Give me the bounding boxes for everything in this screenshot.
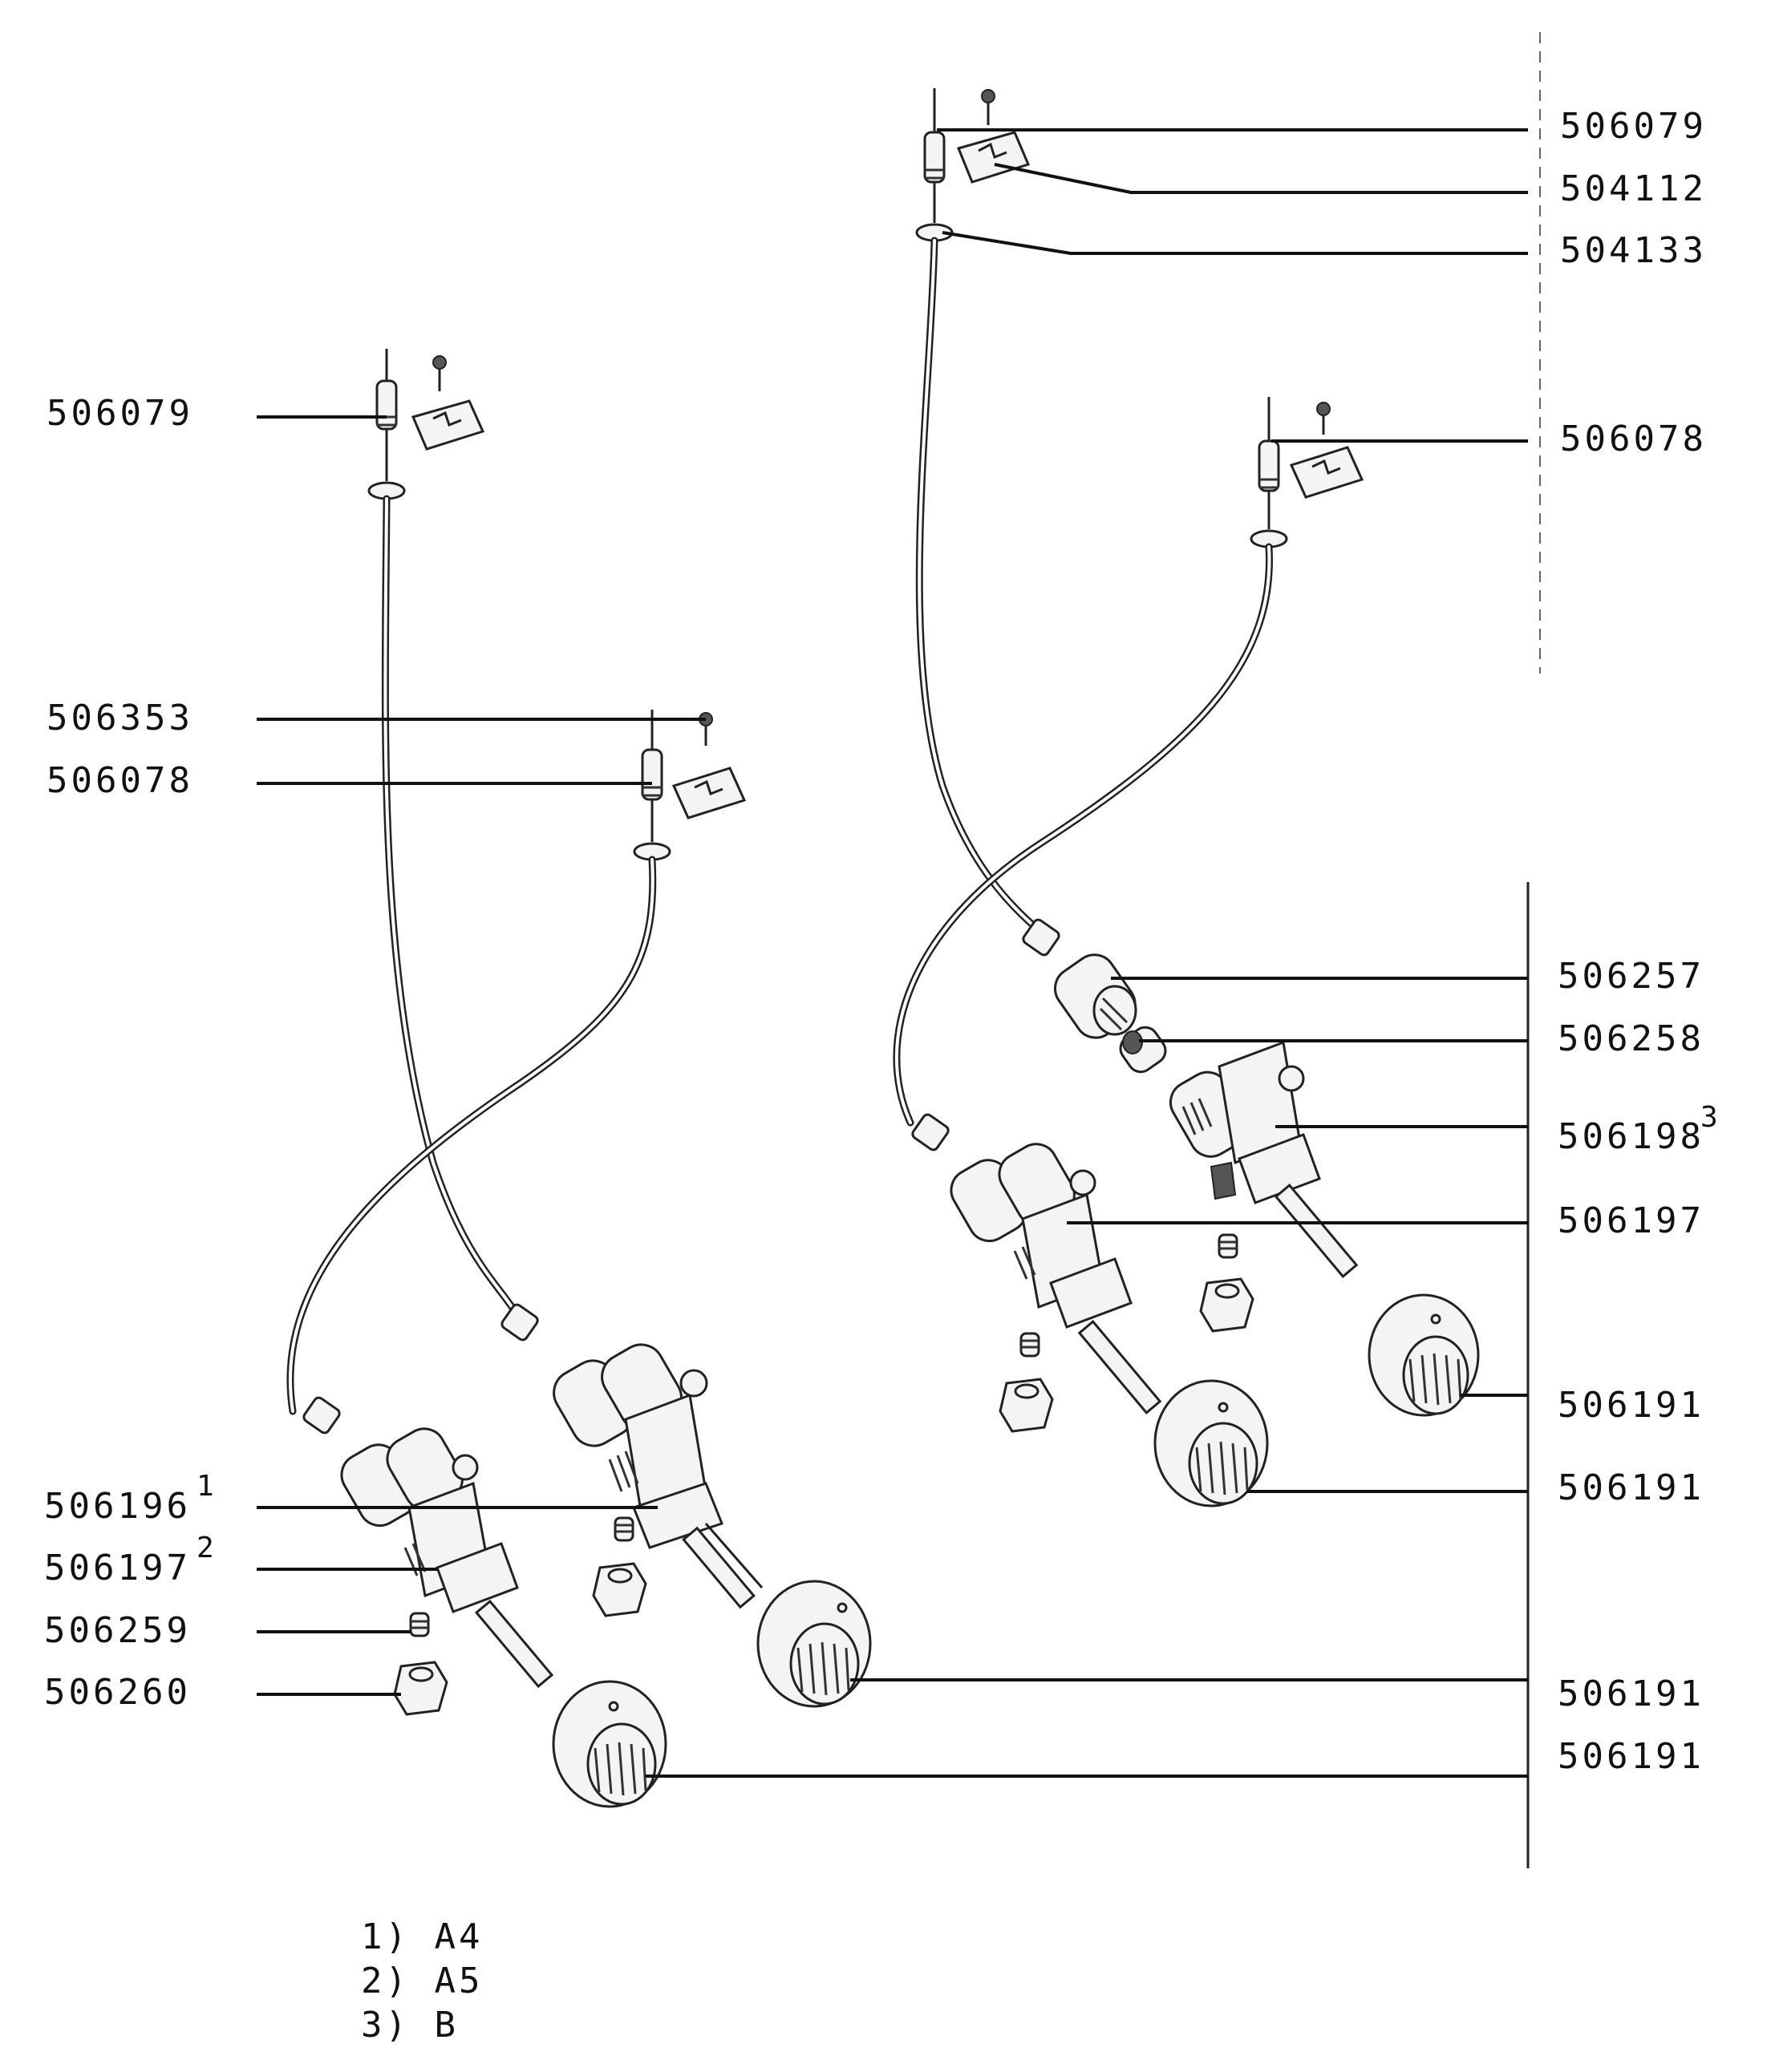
- leader-lines-right: [646, 128, 1528, 1778]
- label-506198: 506198: [1558, 1116, 1704, 1157]
- label-506191-d: 506191: [1558, 1736, 1704, 1777]
- label-506197-footnote-mark: 2: [197, 1532, 214, 1564]
- label-506191-b: 506191: [1558, 1467, 1704, 1508]
- label-504112: 504112: [1560, 168, 1707, 209]
- label-506196: 506196: [44, 1486, 191, 1527]
- label-506198-footnote-mark: 3: [1700, 1101, 1718, 1134]
- right-coupling-insert: [1119, 1026, 1167, 1074]
- right-nozzle-and-nut-upper: [1199, 1233, 1254, 1333]
- footnote-3: 3) B: [361, 2005, 459, 2046]
- label-506196-footnote-mark: 1: [197, 1470, 214, 1503]
- right-screw-and-clip-top: [956, 89, 1031, 184]
- right-knob-bezel-lower: [1153, 1379, 1269, 1507]
- leader-lines-left: [257, 415, 706, 1696]
- right-thermocouple-long: [915, 88, 1060, 957]
- left-nozzle-and-nut-lower: [393, 1612, 448, 1716]
- label-506079-left: 506079: [47, 393, 193, 434]
- label-506078-left: 506078: [47, 760, 193, 801]
- label-506079-right: 506079: [1560, 106, 1707, 147]
- label-506197-left: 506197: [44, 1548, 191, 1588]
- label-506260: 506260: [44, 1672, 191, 1713]
- right-screw-and-clip-mid: [1289, 402, 1364, 499]
- footnote-2: 2) A5: [361, 1961, 483, 2001]
- right-gas-valve-b: [1169, 1040, 1359, 1278]
- label-506259: 506259: [44, 1610, 191, 1651]
- left-screw-and-clip-top: [411, 355, 485, 451]
- left-knob-bezel-upper: [756, 1580, 872, 1708]
- footnote-1: 1) A4: [361, 1916, 483, 1957]
- right-gas-valve: [950, 1143, 1162, 1414]
- label-504133: 504133: [1560, 230, 1707, 271]
- left-gas-valve-upper: [553, 1343, 764, 1609]
- left-thermocouple-short: [286, 710, 671, 1435]
- right-knob-bezel-upper: [1368, 1293, 1480, 1417]
- left-thermocouple-long: [367, 349, 539, 1342]
- left-nozzle-and-nut-upper: [592, 1516, 647, 1617]
- right-nozzle-and-nut-lower: [999, 1332, 1054, 1433]
- label-506191-a: 506191: [1558, 1385, 1704, 1426]
- label-506257: 506257: [1558, 956, 1704, 997]
- left-gas-valve-lower: [340, 1427, 554, 1689]
- right-thermocouple-short: [893, 397, 1288, 1151]
- label-506258: 506258: [1558, 1018, 1704, 1059]
- label-506078-right: 506078: [1560, 419, 1707, 459]
- right-coupling-sleeve: [1053, 953, 1137, 1039]
- label-506191-c: 506191: [1558, 1673, 1704, 1714]
- label-506353: 506353: [47, 698, 193, 739]
- left-knob-bezel-lower: [552, 1680, 667, 1808]
- label-506197-right: 506197: [1558, 1200, 1704, 1241]
- left-screw-and-clip-mid: [671, 712, 747, 819]
